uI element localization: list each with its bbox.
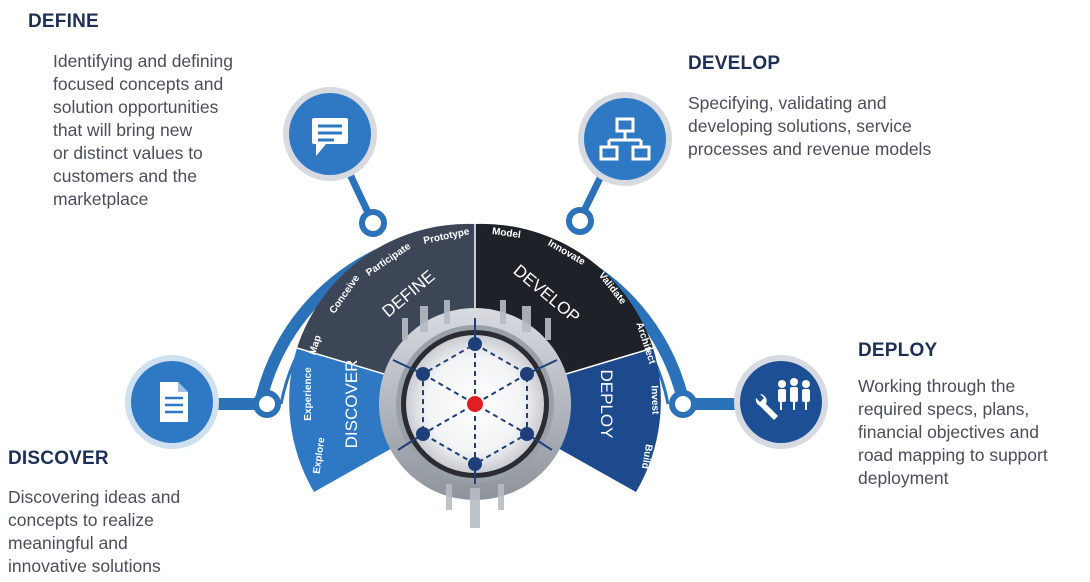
wrench-people-icon <box>755 378 810 420</box>
step-model: Model <box>491 226 521 241</box>
discover-title: DISCOVER <box>8 448 109 469</box>
discover-icon-badge <box>125 355 219 449</box>
define-title: DEFINE <box>28 11 99 32</box>
deploy-ring-label: DEPLOY <box>597 370 616 439</box>
step-invest: Invest <box>648 385 660 415</box>
discover-junction <box>253 390 281 418</box>
define-junction <box>359 209 387 237</box>
develop-junction <box>566 207 594 235</box>
step-build: Build <box>639 443 654 470</box>
step-explore: Explore <box>312 436 328 474</box>
discover-ring-label: DISCOVER <box>342 360 361 449</box>
deploy-icon-badge <box>734 355 828 449</box>
discover-sector <box>289 348 394 492</box>
develop-sector <box>475 223 653 374</box>
deploy-sector <box>556 348 661 492</box>
org-chart-icon <box>599 117 651 161</box>
step-experience: Experience <box>303 367 314 421</box>
document-icon <box>160 382 188 422</box>
develop-title: DEVELOP <box>688 53 781 74</box>
deploy-junction <box>669 390 697 418</box>
network-nodes <box>416 337 534 471</box>
skyline-buildings <box>402 300 551 528</box>
deploy-connector <box>684 398 742 410</box>
define-sector <box>297 223 475 374</box>
deploy-title: DEPLOY <box>858 340 938 361</box>
center-node <box>467 396 483 412</box>
develop-icon-badge <box>578 92 672 186</box>
discover-connector <box>208 398 266 410</box>
define-icon-badge <box>283 87 377 181</box>
